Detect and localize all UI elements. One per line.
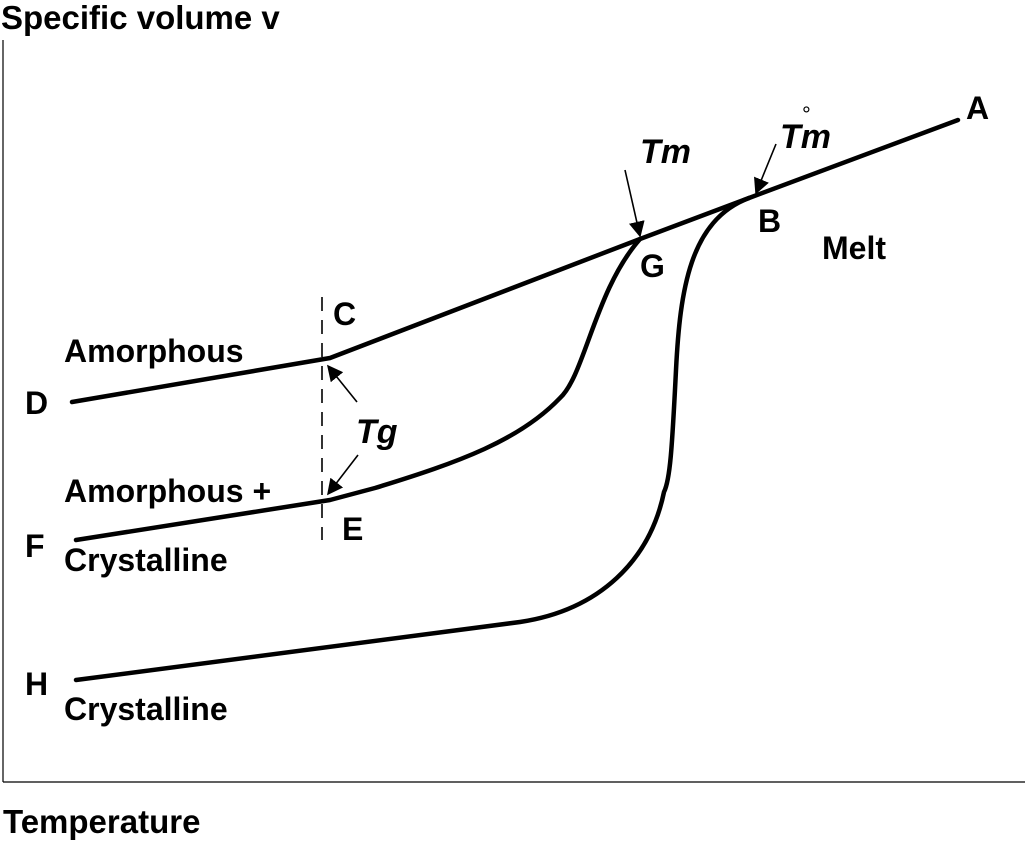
point-e-label: E bbox=[342, 511, 363, 547]
point-a-label: A bbox=[966, 90, 989, 126]
point-b-label: B bbox=[758, 203, 781, 239]
tg-arrow-lower bbox=[327, 454, 359, 496]
point-d-label: D bbox=[25, 385, 48, 421]
tm-b-superscript: ° bbox=[802, 102, 811, 127]
crystalline-curve bbox=[73, 195, 752, 683]
amorphous-label: Amorphous bbox=[64, 333, 244, 369]
x-axis-label: Temperature bbox=[3, 803, 200, 840]
tm-g-arrow bbox=[624, 169, 645, 238]
crystalline-label: Crystalline bbox=[64, 691, 228, 727]
point-g-label: G bbox=[640, 248, 665, 284]
crystalline-mixed-label: Crystalline bbox=[64, 542, 228, 578]
point-h-label: H bbox=[25, 666, 48, 702]
tm-b-label: Tm bbox=[780, 118, 831, 156]
tg-arrow-upper bbox=[326, 364, 358, 403]
melt-label: Melt bbox=[822, 230, 886, 266]
point-c-label: C bbox=[333, 296, 356, 332]
y-axis-label: Specific volume v bbox=[1, 0, 280, 36]
tm-g-label: Tm bbox=[640, 133, 691, 171]
tm-b-arrow bbox=[754, 143, 777, 195]
amorphous-plus-label: Amorphous + bbox=[64, 473, 271, 509]
tg-label: Tg bbox=[356, 413, 398, 451]
point-f-label: F bbox=[25, 528, 45, 564]
semicrystalline-curve bbox=[73, 236, 643, 543]
